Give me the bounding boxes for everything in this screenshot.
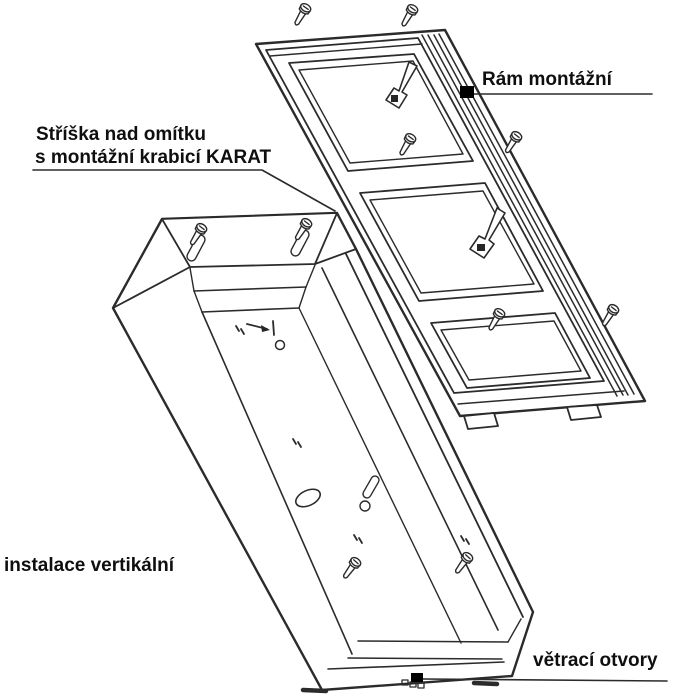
- line-segment: [314, 248, 357, 265]
- polygon-segment: [261, 325, 270, 332]
- line-segment: [298, 286, 307, 309]
- frame-foot: [463, 412, 499, 430]
- screw-icon: [290, 1, 313, 29]
- frame-marker-square: [460, 86, 474, 98]
- polygon-segment: [288, 53, 474, 172]
- circle-segment: [359, 500, 371, 512]
- circle-segment: [274, 339, 286, 351]
- rect-segment: [477, 244, 485, 251]
- line-segment: [292, 438, 297, 445]
- vents-marker-square: [411, 673, 423, 682]
- line-segment: [112, 266, 191, 309]
- line-segment: [465, 538, 470, 545]
- rect-segment: [362, 475, 380, 499]
- label-vents: větrací otvory: [533, 650, 658, 671]
- line-segment: [272, 320, 275, 336]
- frame-foot: [566, 404, 602, 421]
- line-segment: [305, 264, 316, 288]
- line-segment: [471, 680, 500, 687]
- line-segment: [321, 267, 499, 631]
- mounting-claw: [385, 61, 418, 109]
- canopy-box: [111, 211, 535, 694]
- line-segment: [345, 253, 524, 618]
- rect-segment: [391, 95, 398, 102]
- line-segment: [193, 286, 307, 292]
- line-segment: [201, 307, 300, 313]
- label-frame: Rám montážní: [482, 69, 613, 90]
- top-screw-slot: [186, 234, 206, 262]
- line-segment: [358, 537, 363, 544]
- polygon-segment: [430, 312, 591, 389]
- line-segment: [347, 657, 503, 660]
- frame-face: [265, 37, 605, 394]
- line-segment: [189, 267, 195, 292]
- line-segment: [269, 43, 423, 57]
- line-segment: [235, 325, 240, 332]
- ventilation-holes: [300, 679, 500, 694]
- frame-opening-3: [430, 312, 591, 389]
- line-segment: [460, 535, 465, 542]
- rect-segment: [401, 679, 409, 686]
- polygon-segment: [440, 320, 582, 381]
- line-segment: [353, 534, 358, 541]
- box-outline: [111, 211, 535, 692]
- label-canopy-line1: Stříška nad omítku: [36, 124, 206, 145]
- polygon-segment: [298, 60, 464, 164]
- label-installation: instalace vertikální: [4, 555, 175, 576]
- rect-segment: [290, 229, 310, 257]
- line-segment: [298, 307, 462, 644]
- line-segment: [327, 661, 505, 670]
- leader-line-vents: [422, 678, 668, 682]
- keyhole-slot: [359, 475, 380, 512]
- rect-segment: [186, 234, 206, 262]
- mounting-claw: [469, 207, 506, 259]
- back-wall-details: [235, 320, 470, 545]
- label-canopy-line2: s montážní krabicí KARAT: [35, 147, 272, 168]
- top-screw-slot: [290, 229, 310, 257]
- line-segment: [421, 34, 618, 397]
- frame-opening-1: [288, 53, 474, 172]
- polygon-segment: [369, 190, 535, 294]
- line-segment: [507, 618, 522, 643]
- cable-hole: [294, 488, 322, 508]
- screw-icon: [397, 2, 420, 30]
- line-segment: [457, 390, 625, 405]
- line-segment: [297, 441, 302, 448]
- line-segment: [240, 328, 245, 335]
- line-segment: [300, 687, 329, 694]
- rect-segment: [417, 682, 425, 689]
- line-segment: [193, 290, 203, 313]
- line-segment: [201, 311, 353, 655]
- annotations: Stříška nad omítku s montážní krabicí KA…: [4, 69, 668, 682]
- line-segment: [357, 640, 509, 643]
- screw-icon: [598, 302, 621, 329]
- leader-line-canopy: [32, 169, 336, 212]
